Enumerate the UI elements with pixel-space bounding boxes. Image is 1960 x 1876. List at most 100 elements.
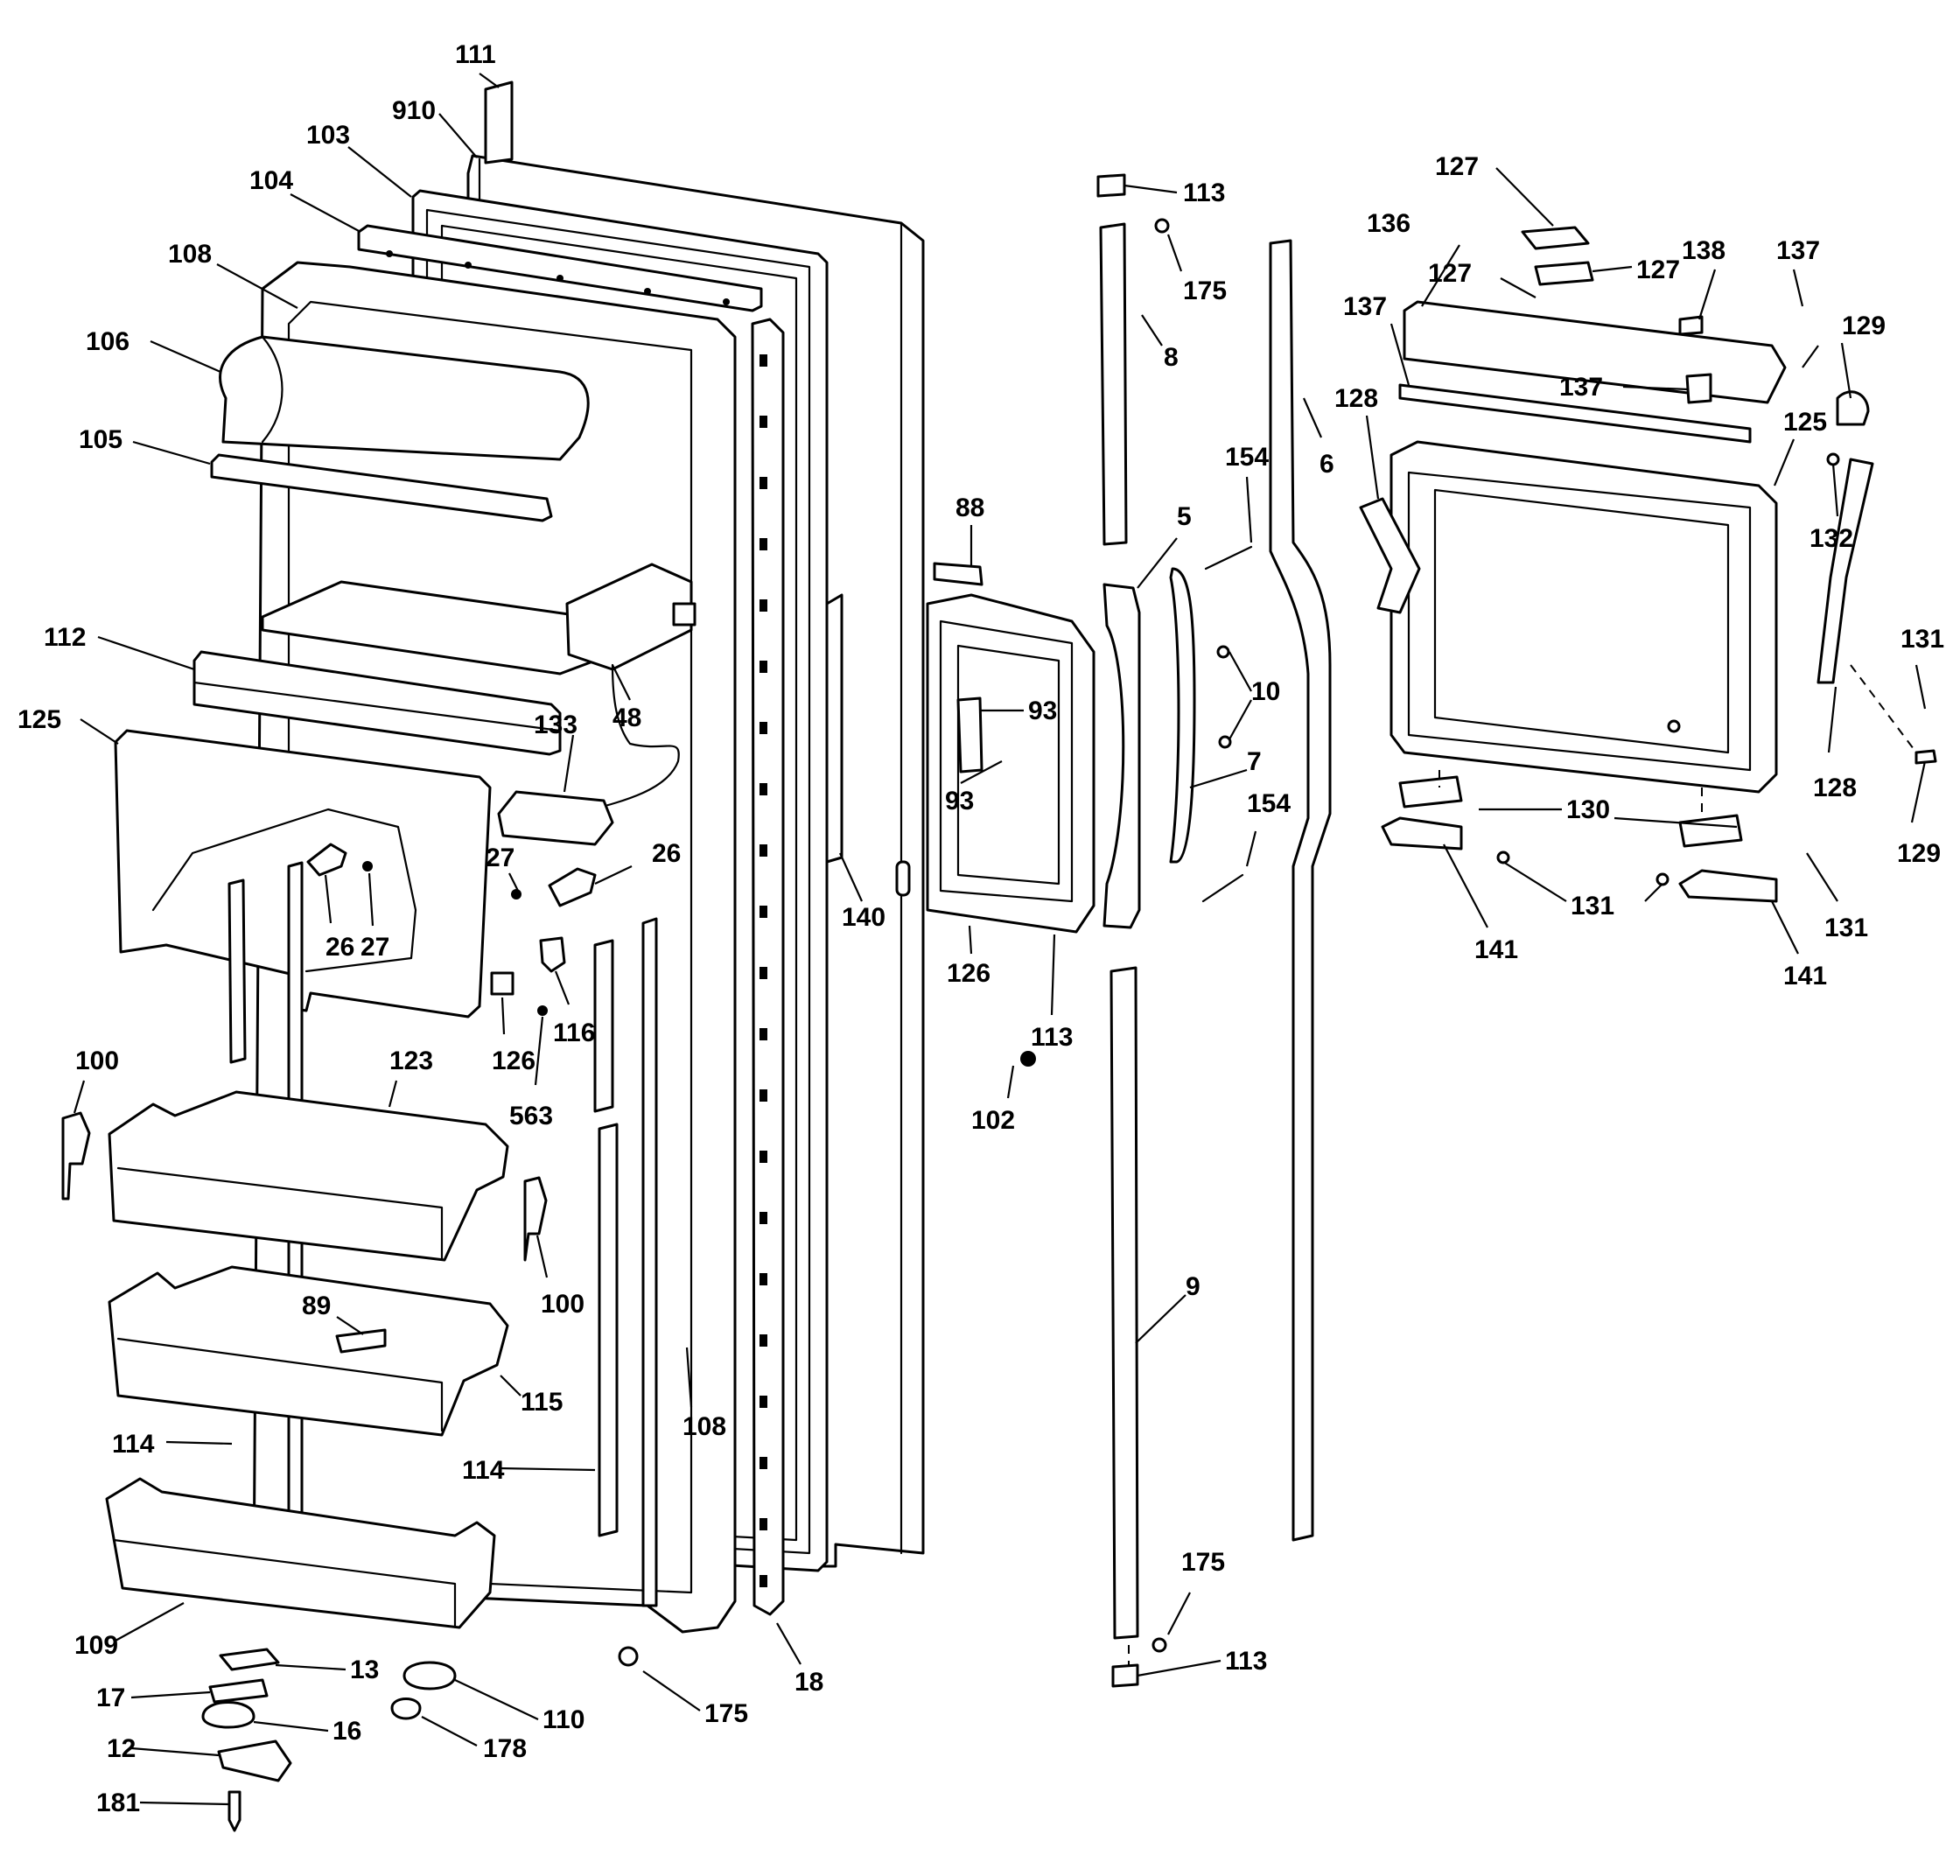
screw-27a: [362, 861, 373, 872]
callout-18: 18: [794, 1668, 823, 1697]
callout-labels: 111 910 103 104 108 106 105 112 125 133 …: [18, 40, 1944, 1817]
callout-123: 123: [389, 1046, 433, 1075]
callout-111: 111: [455, 40, 496, 69]
bracket-100a: [61, 1111, 91, 1200]
callout-93: 93: [945, 787, 974, 816]
rod-137: [1398, 383, 1752, 444]
strip-111: [484, 80, 514, 164]
door-bin-123: [108, 1090, 509, 1262]
callout-104: 104: [249, 166, 293, 195]
callout-138: 138: [1682, 236, 1726, 265]
control-knob: [672, 602, 696, 626]
screw-175a: [618, 1646, 639, 1667]
callout-112: 112: [44, 623, 86, 652]
handle-cover-7: [1169, 567, 1196, 864]
cap-113c: [1111, 1663, 1139, 1688]
clip-26b: [548, 867, 597, 907]
callout-154: 154: [1225, 443, 1269, 472]
callout-100: 100: [75, 1046, 119, 1075]
callout-105: 105: [79, 425, 122, 454]
callout-108: 108: [168, 240, 212, 269]
callout-89: 89: [302, 1292, 331, 1320]
callout-178: 178: [483, 1734, 527, 1763]
cap-129a: [1836, 390, 1870, 426]
callout-130: 130: [1566, 795, 1610, 824]
screw-131a: [1667, 719, 1681, 733]
screw-154b: [1201, 873, 1244, 903]
callout-9: 9: [1186, 1272, 1200, 1301]
callout-110: 110: [542, 1705, 584, 1734]
callout-141: 141: [1474, 935, 1518, 964]
callout-93: 93: [1028, 696, 1057, 725]
screw-154a: [1204, 545, 1253, 570]
bracket-141b: [1678, 869, 1778, 903]
callout-131: 131: [1824, 914, 1868, 942]
callout-126: 126: [947, 959, 990, 988]
callout-113: 113: [1225, 1647, 1267, 1676]
callout-48: 48: [612, 704, 641, 732]
callout-126: 126: [492, 1046, 536, 1075]
callout-910: 910: [392, 96, 436, 125]
callout-27: 27: [486, 844, 514, 872]
callout-141: 141: [1783, 962, 1827, 990]
callout-88: 88: [956, 494, 984, 522]
callout-137: 137: [1559, 373, 1603, 402]
plate-127a: [1521, 226, 1590, 250]
tray-133: [497, 790, 614, 846]
callout-26: 26: [652, 839, 681, 868]
door-outer-slot: [895, 860, 911, 897]
dispenser-frame-126: [926, 593, 1096, 934]
clip-116: [539, 936, 566, 973]
cap-110: [402, 1661, 457, 1690]
callout-127: 127: [1435, 152, 1479, 181]
callout-102: 102: [971, 1106, 1015, 1135]
gasket-strip-6: [1269, 239, 1332, 1542]
screw-131b: [1496, 850, 1510, 864]
washer-132: [1826, 452, 1840, 466]
handle-5: [1102, 583, 1141, 929]
hinge-12: [217, 1740, 292, 1782]
callout-7: 7: [1247, 747, 1262, 776]
screw-10a: [1216, 645, 1230, 659]
callout-6: 6: [1320, 450, 1334, 479]
callout-175: 175: [1183, 276, 1227, 305]
callout-131: 131: [1571, 892, 1614, 920]
screw-10b: [1218, 735, 1232, 749]
callout-100: 100: [541, 1290, 584, 1319]
plate-13: [219, 1648, 280, 1671]
callout-26: 26: [326, 933, 354, 962]
cap-129b: [1914, 749, 1937, 765]
clip-26a: [306, 843, 347, 877]
callout-127: 127: [1428, 259, 1472, 288]
callout-127: 127: [1636, 256, 1680, 284]
arm-128b: [1816, 458, 1874, 684]
screw-131c: [1656, 872, 1670, 886]
bracket-100b: [523, 1176, 548, 1262]
callout-108: 108: [682, 1412, 726, 1441]
door-bin-115: [108, 1265, 509, 1437]
callout-133: 133: [534, 710, 578, 739]
screw-175b: [1154, 218, 1170, 234]
callout-131: 131: [1900, 625, 1944, 654]
clip-137: [1685, 373, 1712, 404]
callout-128: 128: [1813, 774, 1857, 802]
trim-8: [1099, 222, 1128, 546]
callout-113: 113: [1183, 178, 1225, 207]
screw-175c: [1152, 1637, 1167, 1653]
dairy-rail-105: [210, 453, 553, 522]
callout-10: 10: [1251, 677, 1280, 706]
callout-17: 17: [96, 1684, 125, 1712]
screw-181: [228, 1790, 242, 1832]
callout-114: 114: [112, 1430, 155, 1459]
callout-125: 125: [1783, 408, 1827, 437]
callout-154: 154: [1247, 789, 1291, 818]
bushing-178: [390, 1698, 422, 1720]
door-bin-109: [105, 1477, 496, 1629]
callout-16: 16: [332, 1717, 361, 1746]
callout-106: 106: [86, 327, 130, 356]
callout-128: 128: [1334, 384, 1378, 413]
dairy-door-106: [219, 335, 590, 461]
hinge-130a: [1398, 775, 1463, 808]
callout-175: 175: [1181, 1548, 1225, 1577]
